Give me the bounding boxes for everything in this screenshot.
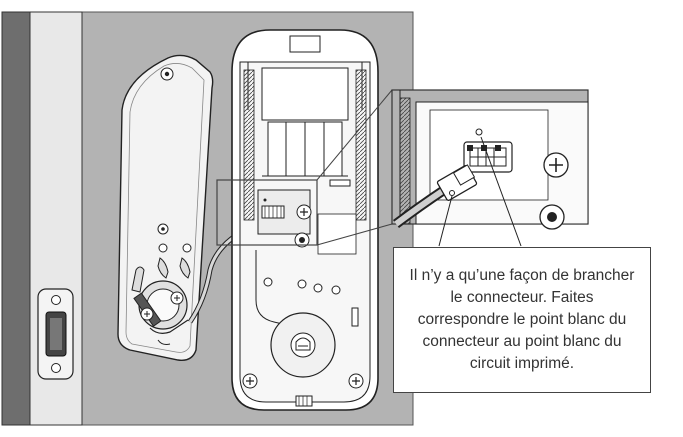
connector-highlight-box: [216, 179, 318, 246]
leader-line: [316, 223, 393, 246]
instruction-text: Il n’y a qu’une façon de brancher le con…: [409, 267, 635, 372]
plus-screw-icon: [348, 373, 364, 389]
leader-line: [438, 195, 453, 247]
leader-line: [480, 136, 522, 247]
zoom-inset: [391, 89, 589, 230]
plus-screw-icon: [543, 152, 569, 178]
exterior-lock-body: [231, 29, 379, 411]
instruction-callout: Il n’y a qu’une façon de brancher le con…: [393, 247, 651, 393]
connector-icon: [436, 164, 478, 201]
leader-line: [316, 89, 393, 181]
battery-compartment: [261, 67, 349, 121]
door-edge: [1, 11, 31, 426]
plus-screw-icon: [242, 373, 258, 389]
interior-lock-assembly: [117, 54, 214, 361]
strike-plate: [37, 288, 74, 380]
